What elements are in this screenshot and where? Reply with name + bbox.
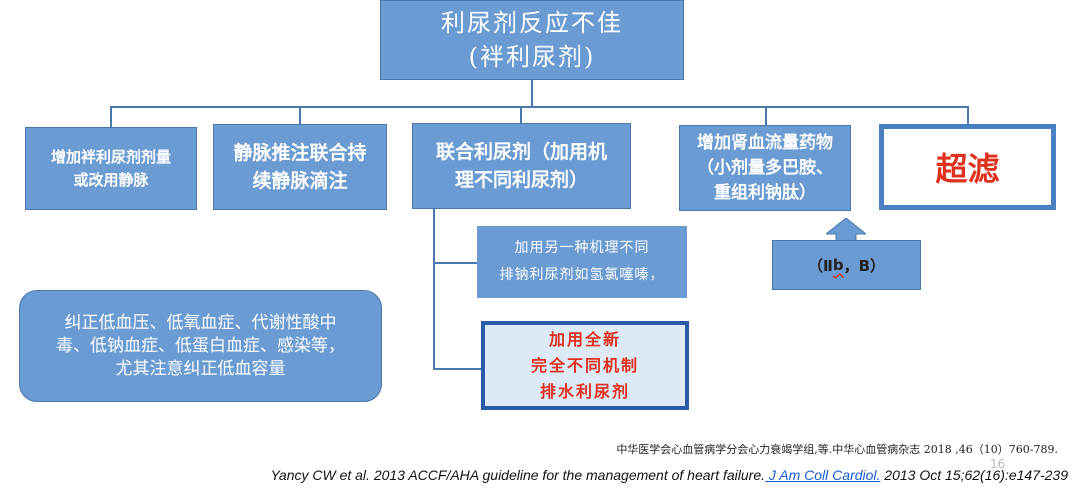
sub-option-new-mechanism: 加用全新 完全不同机制 排水利尿剂 xyxy=(481,321,689,410)
reference-english-text: Yancy CW et al. 2013 ACCF/AHA guideline … xyxy=(270,467,766,483)
root-title: 利尿剂反应不佳 xyxy=(441,9,623,37)
sub-option-thiazide: 加用另一种机理不同 排钠利尿剂如氢氯噻嗪， xyxy=(477,226,687,298)
connector-to-sub-1 xyxy=(433,262,477,264)
recommendation-class: b xyxy=(832,256,844,274)
page-number: 16 xyxy=(990,457,1006,471)
connector-horizontal-bus xyxy=(110,106,969,108)
root-subtitle: (袢利尿剂) xyxy=(468,43,596,71)
correction-note: 纠正低血压、低氧血症、代谢性酸中 毒、低钠血症、低蛋白血症、感染等， 尤其注意纠… xyxy=(19,290,382,402)
option-iv-bolus-infusion: 静脉推注联合持 续静脉滴注 xyxy=(213,124,387,210)
connector-option3-vertical xyxy=(433,209,435,369)
connector-to-option-5 xyxy=(967,106,969,124)
connector-to-option-2 xyxy=(299,106,301,124)
reference-english-citation: 2013 Oct 15;62(16):e147-239 xyxy=(880,467,1068,483)
connector-to-sub-2 xyxy=(433,368,481,370)
reference-chinese: 中华医学会心血管病学分会心力衰竭学组,等.中华心血管病杂志 2018 ,46（1… xyxy=(616,443,1058,456)
recommendation-prefix: （Ⅱ xyxy=(807,256,833,275)
option-ultrafiltration: 超滤 xyxy=(879,124,1056,210)
reference-english: Yancy CW et al. 2013 ACCF/AHA guideline … xyxy=(271,467,1068,483)
connector-root-down xyxy=(531,80,533,107)
connector-to-option-1 xyxy=(110,106,112,127)
journal-link[interactable]: J Am Coll Cardiol. xyxy=(765,467,881,483)
up-arrow-icon xyxy=(826,218,866,242)
recommendation-suffix: ，B） xyxy=(843,256,886,275)
option-increase-dose: 增加袢利尿剂剂量 或改用静脉 xyxy=(25,127,197,210)
connector-to-option-4 xyxy=(765,106,767,125)
option-combination-diuretics: 联合利尿剂（加用机 理不同利尿剂） xyxy=(412,123,631,209)
option-renal-blood-flow-drugs: 增加肾血流量药物 （小剂量多巴胺、 重组利钠肽） xyxy=(679,125,851,211)
connector-to-option-3 xyxy=(520,106,522,123)
root-node: 利尿剂反应不佳 (袢利尿剂) xyxy=(380,0,684,80)
